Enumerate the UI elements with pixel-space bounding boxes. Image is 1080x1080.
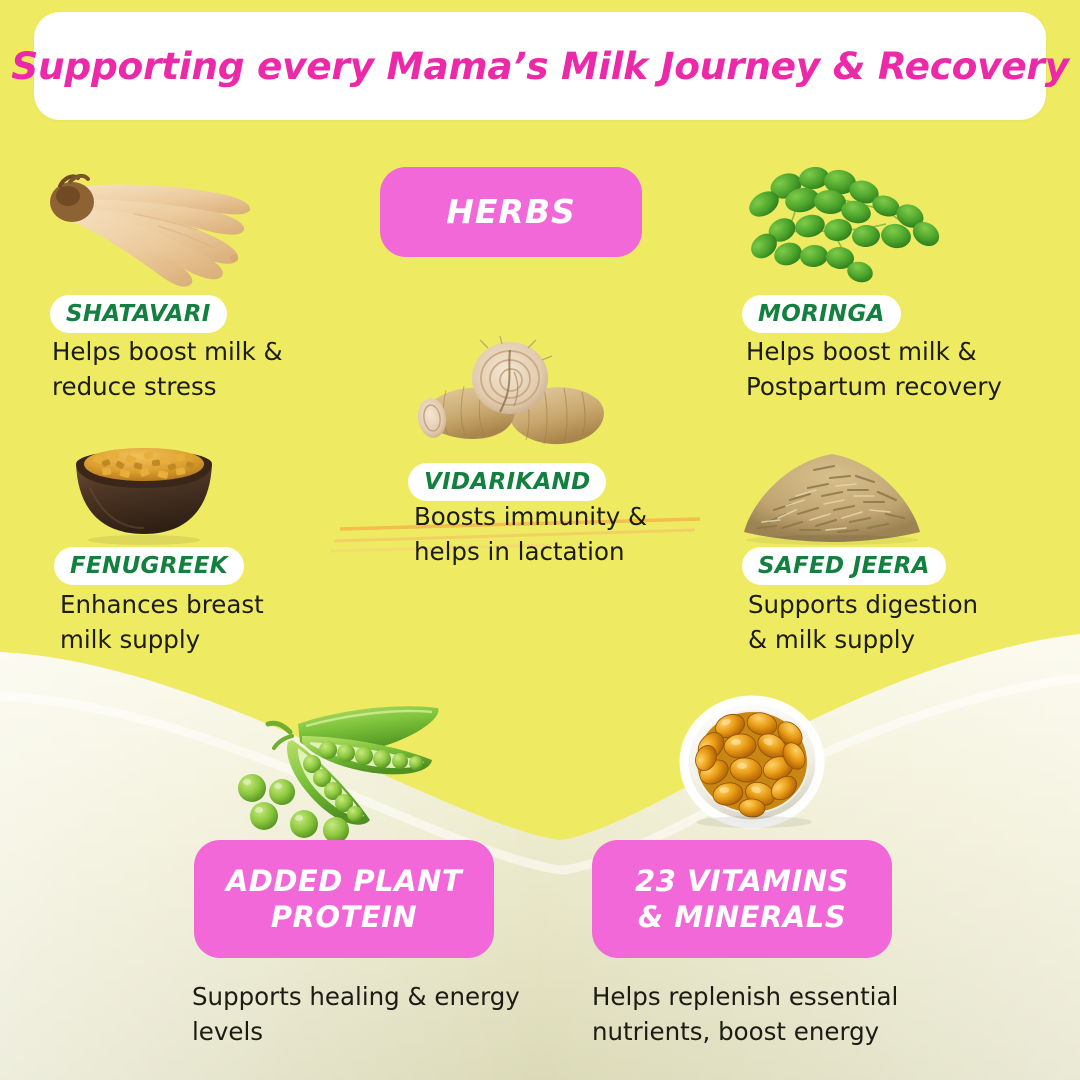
- pea-pods-photo: [232, 692, 458, 843]
- herb-name-moringa: MORINGA: [742, 295, 901, 333]
- herb-name-shatavari-label: SHATAVARI: [66, 301, 211, 327]
- bottom-desc-plant-protein: Supports healing & energy levels: [192, 982, 520, 1046]
- section-badge-herbs-label: HERBS: [446, 192, 576, 232]
- herb-desc-safed-jeera: Supports digestion & milk supply: [748, 590, 979, 654]
- shatavari-roots-photo: [38, 160, 268, 295]
- header-banner: Supporting every Mama’s Milk Journey & R…: [11, 12, 1069, 120]
- vidarikand-root-photo: [417, 335, 614, 460]
- safed-jeera-seeds-photo: [738, 440, 928, 545]
- section-badge-herbs: HERBS: [380, 167, 642, 257]
- page-title: Supporting every Mama’s Milk Journey & R…: [11, 44, 1069, 88]
- fenugreek-seeds-bowl-photo: [64, 426, 224, 545]
- section-badge-vitamins-line1: 23 VITAMINS: [635, 863, 849, 898]
- herb-name-shatavari: SHATAVARI: [50, 295, 227, 333]
- herb-name-vidarikand-label: VIDARIKAND: [424, 469, 591, 495]
- herb-name-vidarikand: VIDARIKAND: [408, 463, 607, 501]
- section-badge-plant-protein-line1: ADDED PLANT: [225, 863, 463, 898]
- herb-name-fenugreek: FENUGREEK: [54, 547, 244, 585]
- section-badge-plant-protein-line2: PROTEIN: [270, 900, 418, 934]
- section-badge-plant-protein: ADDED PLANT PROTEIN: [194, 840, 494, 958]
- section-badge-vitamins-minerals: 23 VITAMINS & MINERALS: [592, 840, 892, 958]
- section-badge-vitamins-line2: & MINERALS: [637, 900, 847, 934]
- bottom-desc-vitamins-minerals: Helps replenish essential nutrients, boo…: [592, 982, 899, 1046]
- decorative-streak-lines: [300, 505, 730, 570]
- herb-desc-moringa: Helps boost milk & Postpartum recovery: [746, 337, 1002, 401]
- moringa-leaves-photo: [736, 160, 948, 290]
- herb-desc-vidarikand: Boosts immunity & helps in lactation: [414, 502, 648, 566]
- herb-name-safed-jeera: SAFED JEERA: [742, 547, 946, 585]
- vitamin-capsules-bowl-photo: [666, 695, 838, 829]
- herb-name-safed-jeera-label: SAFED JEERA: [758, 553, 930, 579]
- herb-name-fenugreek-label: FENUGREEK: [70, 553, 228, 579]
- herb-name-moringa-label: MORINGA: [758, 301, 885, 327]
- herb-desc-fenugreek: Enhances breast milk supply: [60, 590, 264, 654]
- herb-desc-shatavari: Helps boost milk & reduce stress: [52, 337, 283, 401]
